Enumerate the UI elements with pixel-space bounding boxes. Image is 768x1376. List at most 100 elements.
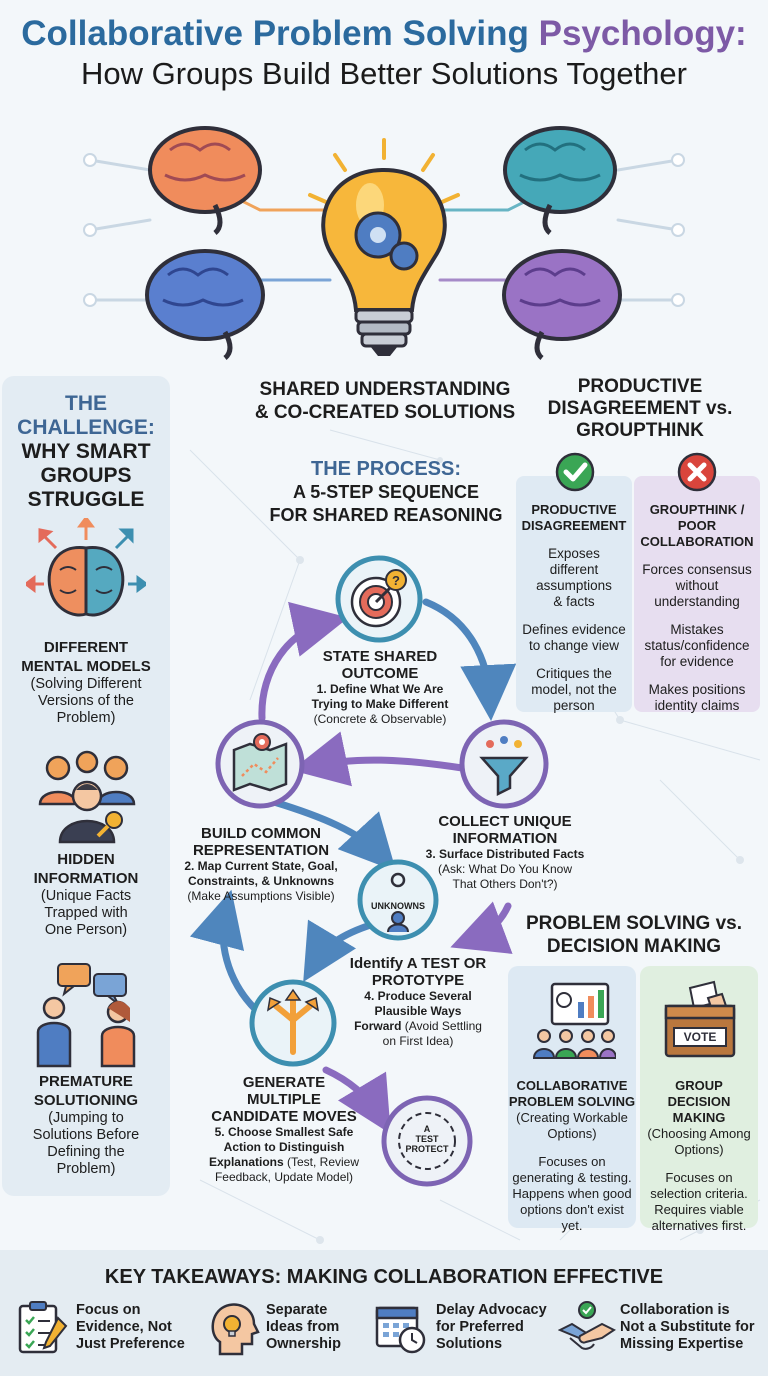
- step5-title-1: GENERATE: [242, 1074, 326, 1091]
- step2-title-2: REPRESENTATION: [192, 842, 330, 859]
- challenge-item-mental-models: DIFFERENT MENTAL MODELS (Solving Differe…: [0, 638, 172, 727]
- branching-arrows-icon: [249, 979, 337, 1067]
- handshake-icon: [558, 1301, 616, 1350]
- challenge-item-desc-3c: Defining the: [47, 1144, 125, 1160]
- cps-point-2: generating & testing.: [512, 1170, 632, 1185]
- challenge-heading-3: WHY SMART: [21, 440, 151, 463]
- challenge-item-title-1a: DIFFERENT: [43, 639, 129, 656]
- step4-desc-2: Plausible Ways: [374, 1004, 462, 1018]
- challenge-item-desc-3b: Solutions Before: [32, 1127, 140, 1143]
- premature-solutioning-people-icon: [36, 963, 136, 1068]
- productive-point-1a: Exposes different: [548, 546, 600, 577]
- test-label-3: PROTECT: [405, 1144, 449, 1154]
- cps-point-1: Focuses on: [538, 1154, 606, 1169]
- challenge-item-desc-1b: Versions of the: [38, 693, 134, 709]
- step4-title-1: Identify A TEST OR: [349, 955, 487, 972]
- challenge-item-title-3b: SOLUTIONING: [33, 1092, 139, 1109]
- challenge-heading-1: THE: [65, 392, 107, 415]
- challenge-item-title-2a: HIDDEN: [57, 851, 115, 868]
- challenge-heading-4: GROUPS: [40, 464, 132, 487]
- takeaway-4-line3: Missing Expertise: [620, 1336, 744, 1352]
- disagreement-title-3: GROUPTHINK: [576, 420, 704, 441]
- test-protect-icon: [381, 1095, 473, 1187]
- svg-text:?: ?: [392, 573, 400, 588]
- step4-note-2: on First Idea): [382, 1034, 454, 1048]
- challenge-item-desc-3d: Problem): [56, 1161, 116, 1177]
- gdm-sub-1: (Choosing Among: [647, 1126, 751, 1141]
- takeaway-1-line3: Just Preference: [76, 1336, 185, 1352]
- productive-heading-2: DISAGREEMENT: [521, 518, 627, 533]
- takeaway-4-line1: Collaboration is: [620, 1302, 730, 1318]
- test-label-1: A: [423, 1124, 431, 1134]
- process-heading-3: FOR SHARED REASONING: [269, 505, 503, 525]
- process-heading-1: THE PROCESS:: [310, 458, 462, 480]
- test-label-2: TEST: [415, 1134, 439, 1144]
- productive-point-3a: Critiques the: [536, 666, 612, 681]
- step2-desc-1: 2. Map Current State, Goal,: [184, 859, 338, 873]
- productive-point-3c: person: [553, 698, 595, 713]
- productive-point-1b: assumptions: [536, 578, 612, 593]
- groupthink-point-2a: Mistakes: [670, 622, 724, 637]
- vote-label: VOTE: [683, 1030, 717, 1044]
- problem-vs-decision-title: PROBLEM SOLVING vs. DECISION MAKING: [500, 912, 768, 958]
- challenge-item-title-1b: MENTAL MODELS: [21, 658, 151, 675]
- gdm-heading-3: MAKING: [672, 1110, 726, 1125]
- challenge-item-desc-1a: (Solving Different: [30, 676, 142, 692]
- step-generate-multiple-candidate-moves: GENERATE MULTIPLE CANDIDATE MOVES 5. Cho…: [196, 1074, 372, 1185]
- takeaway-4: Collaboration is Not a Substitute for Mi…: [620, 1302, 766, 1353]
- test-protect-label: A TEST PROTECT: [380, 1124, 474, 1154]
- challenge-item-title-3a: PREMATURE: [39, 1073, 133, 1090]
- gdm-sub-2: Options): [674, 1142, 724, 1157]
- groupthink-point-2b: status/confidence: [644, 638, 750, 653]
- gdm-point-3: Requires viable: [654, 1202, 744, 1217]
- takeaway-3-line1: Delay Advocacy: [436, 1302, 547, 1318]
- takeaway-2-line3: Ownership: [266, 1336, 341, 1352]
- target-icon: ?: [335, 555, 423, 643]
- process-heading-2: A 5-STEP SEQUENCE: [292, 482, 480, 502]
- split-brain-icon: [26, 518, 146, 617]
- step2-title-1: BUILD COMMON: [201, 825, 321, 842]
- challenge-item-hidden-information: HIDDEN INFORMATION (Unique Facts Trapped…: [0, 850, 172, 939]
- step-build-common-representation: BUILD COMMON REPRESENTATION 2. Map Curre…: [178, 825, 344, 904]
- title-line2: How Groups Build Better Solutions Togeth…: [81, 56, 687, 91]
- hero-illustration: [83, 126, 685, 360]
- step5-desc-1: 5. Choose Smallest Safe: [214, 1125, 354, 1139]
- cps-sub-1: (Creating Workable: [516, 1110, 628, 1125]
- takeaway-4-line2: Not a Substitute for: [620, 1319, 755, 1335]
- groupthink-point-3a: Makes positions: [648, 682, 746, 697]
- brain-icon-top-left: [148, 126, 262, 235]
- step2-note-1: (Make Assumptions Visible): [187, 889, 335, 903]
- challenge-item-title-2b: INFORMATION: [33, 870, 139, 887]
- challenge-item-desc-1c: Problem): [56, 710, 116, 726]
- takeaway-1-line1: Focus on: [76, 1302, 141, 1318]
- gdm-heading-1: GROUP: [675, 1078, 723, 1093]
- challenge-item-desc-2a: (Unique Facts: [40, 888, 132, 904]
- step1-title-1: STATE SHARED: [322, 648, 438, 665]
- takeaway-2: Separate Ideas from Ownership: [266, 1302, 366, 1353]
- challenge-heading-5: STRUGGLE: [27, 488, 145, 511]
- step4-title-2: PROTOTYPE: [371, 972, 465, 989]
- brain-icon-bottom-right: [502, 249, 622, 360]
- step-identify-test-or-prototype: Identify A TEST OR PROTOTYPE 4. Produce …: [340, 955, 496, 1049]
- productive-heading-1: PRODUCTIVE: [531, 502, 617, 517]
- shared-understanding-banner: SHARED UNDERSTANDING & CO-CREATED SOLUTI…: [240, 378, 530, 424]
- calendar-clock-icon: [375, 1306, 426, 1354]
- gdm-point-4: alternatives first.: [651, 1218, 747, 1233]
- pvd-title-2: DECISION MAKING: [546, 936, 722, 957]
- pvd-title-1: PROBLEM SOLVING vs.: [525, 913, 743, 934]
- brain-icon-top-right: [503, 126, 617, 235]
- hidden-information-people-icon: [38, 750, 136, 844]
- team-presentation-icon: [532, 982, 616, 1059]
- challenge-heading-2: CHALLENGE:: [17, 416, 155, 439]
- gdm-point-1: Focuses on: [665, 1170, 733, 1185]
- takeaway-1: Focus on Evidence, Not Just Preference: [76, 1302, 196, 1353]
- title-part1: Collaborative Problem Solving: [21, 14, 529, 53]
- map-icon: [215, 719, 305, 809]
- step5-title-3: CANDIDATE MOVES: [211, 1108, 357, 1125]
- productive-point-2b: to change view: [528, 638, 620, 653]
- challenge-heading: THE CHALLENGE: WHY SMART GROUPS STRUGGLE: [0, 392, 172, 512]
- disagreement-section-title: PRODUCTIVE DISAGREEMENT vs. GROUPTHINK: [512, 376, 768, 442]
- head-lightbulb-icon: [211, 1303, 260, 1356]
- step3-note-2: That Others Don't?): [452, 877, 558, 891]
